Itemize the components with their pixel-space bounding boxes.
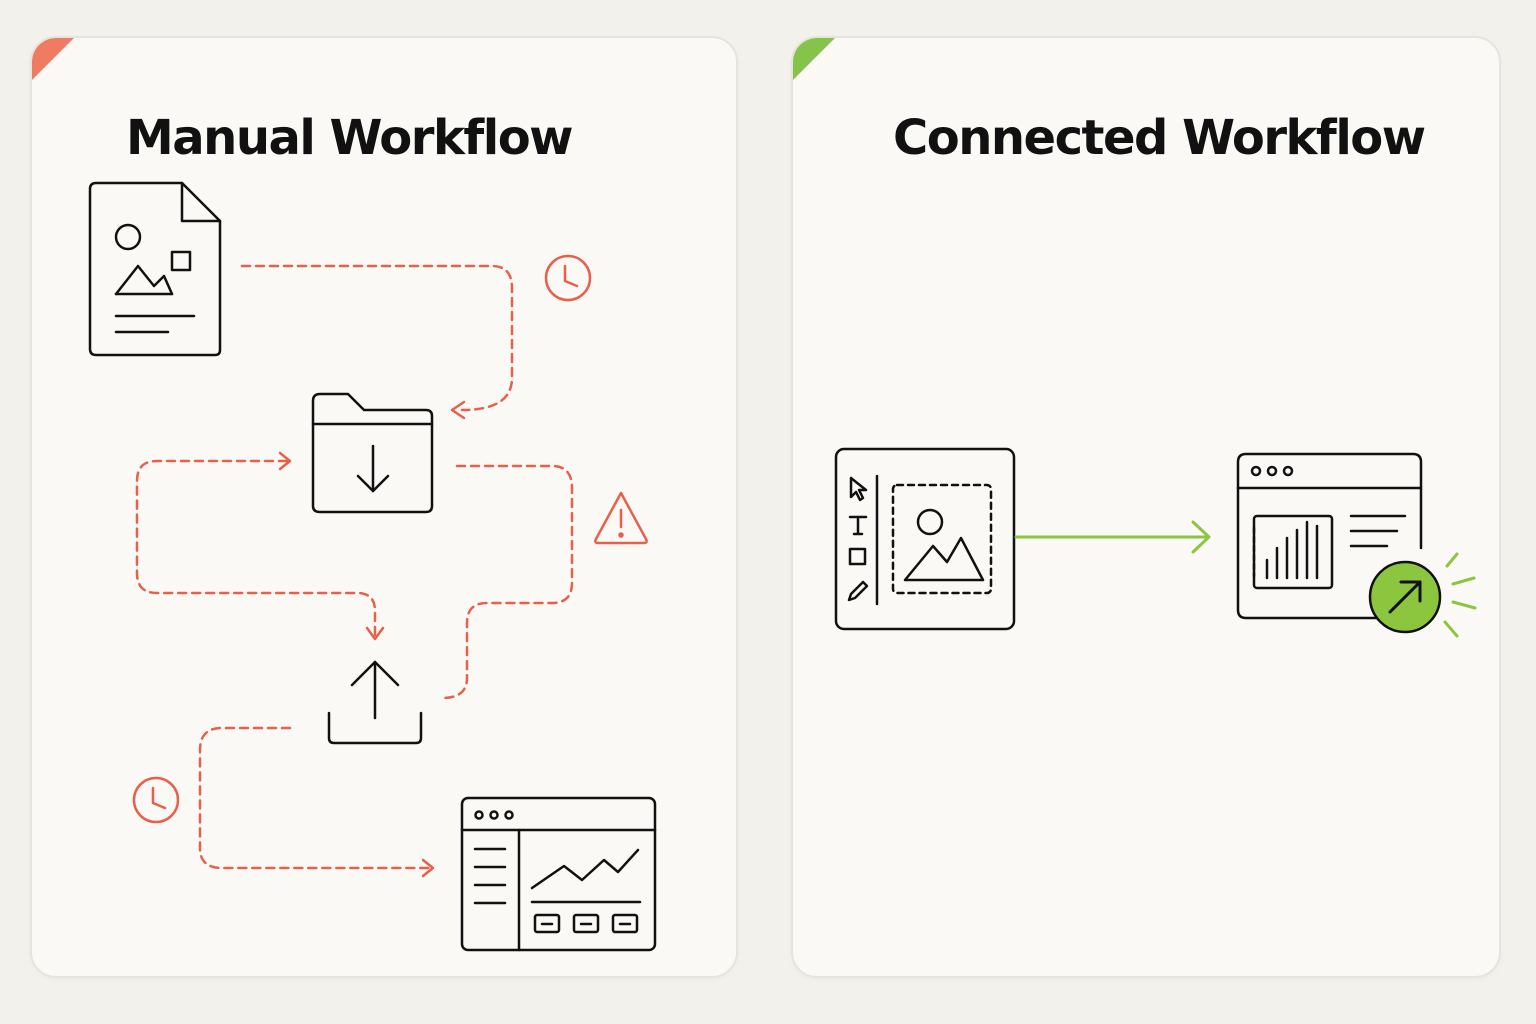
manual-connectors [135, 264, 574, 870]
arrowhead-into-dashboard [421, 858, 435, 878]
manual-arrowheads [278, 400, 466, 878]
manual-workflow-diagram [88, 181, 657, 952]
connected-workflow-panel: Connected Workflow [791, 36, 1501, 978]
manual-workflow-panel: Manual Workflow [30, 36, 738, 978]
folder-download-icon [311, 392, 434, 514]
cursor-tool-icon [849, 476, 868, 502]
analytics-window-icon [1236, 452, 1423, 620]
panel-title: Connected Workflow [893, 110, 1426, 166]
arrowhead-into-folder [450, 400, 466, 420]
pen-tool-icon [847, 580, 869, 602]
panel-corner-accent [32, 38, 74, 80]
clock-icon [544, 254, 592, 302]
sparkle-lines [1443, 552, 1477, 638]
connector-document-to-folder [240, 264, 514, 412]
document-icon [88, 181, 222, 357]
text-tool-icon [848, 515, 868, 536]
warning-icon [594, 491, 648, 545]
shape-tool-icon [848, 547, 867, 566]
panel-title: Manual Workflow [126, 110, 574, 166]
upload-icon [327, 660, 423, 745]
connector-folder-to-upload-right [440, 464, 574, 700]
connector-loop-left [135, 459, 377, 638]
image-editor-icon [834, 447, 1016, 631]
arrow-up-right-badge-icon [1368, 552, 1477, 638]
connector-upload-to-dashboard [198, 726, 432, 870]
arrowhead-into-upload [365, 626, 385, 641]
panel-corner-accent [793, 38, 835, 80]
clock-icon [132, 776, 180, 824]
connected-connector [1014, 520, 1211, 554]
connected-workflow-diagram [834, 447, 1477, 638]
arrowhead-loop-right [278, 451, 292, 471]
dashboard-window-icon [460, 796, 657, 952]
